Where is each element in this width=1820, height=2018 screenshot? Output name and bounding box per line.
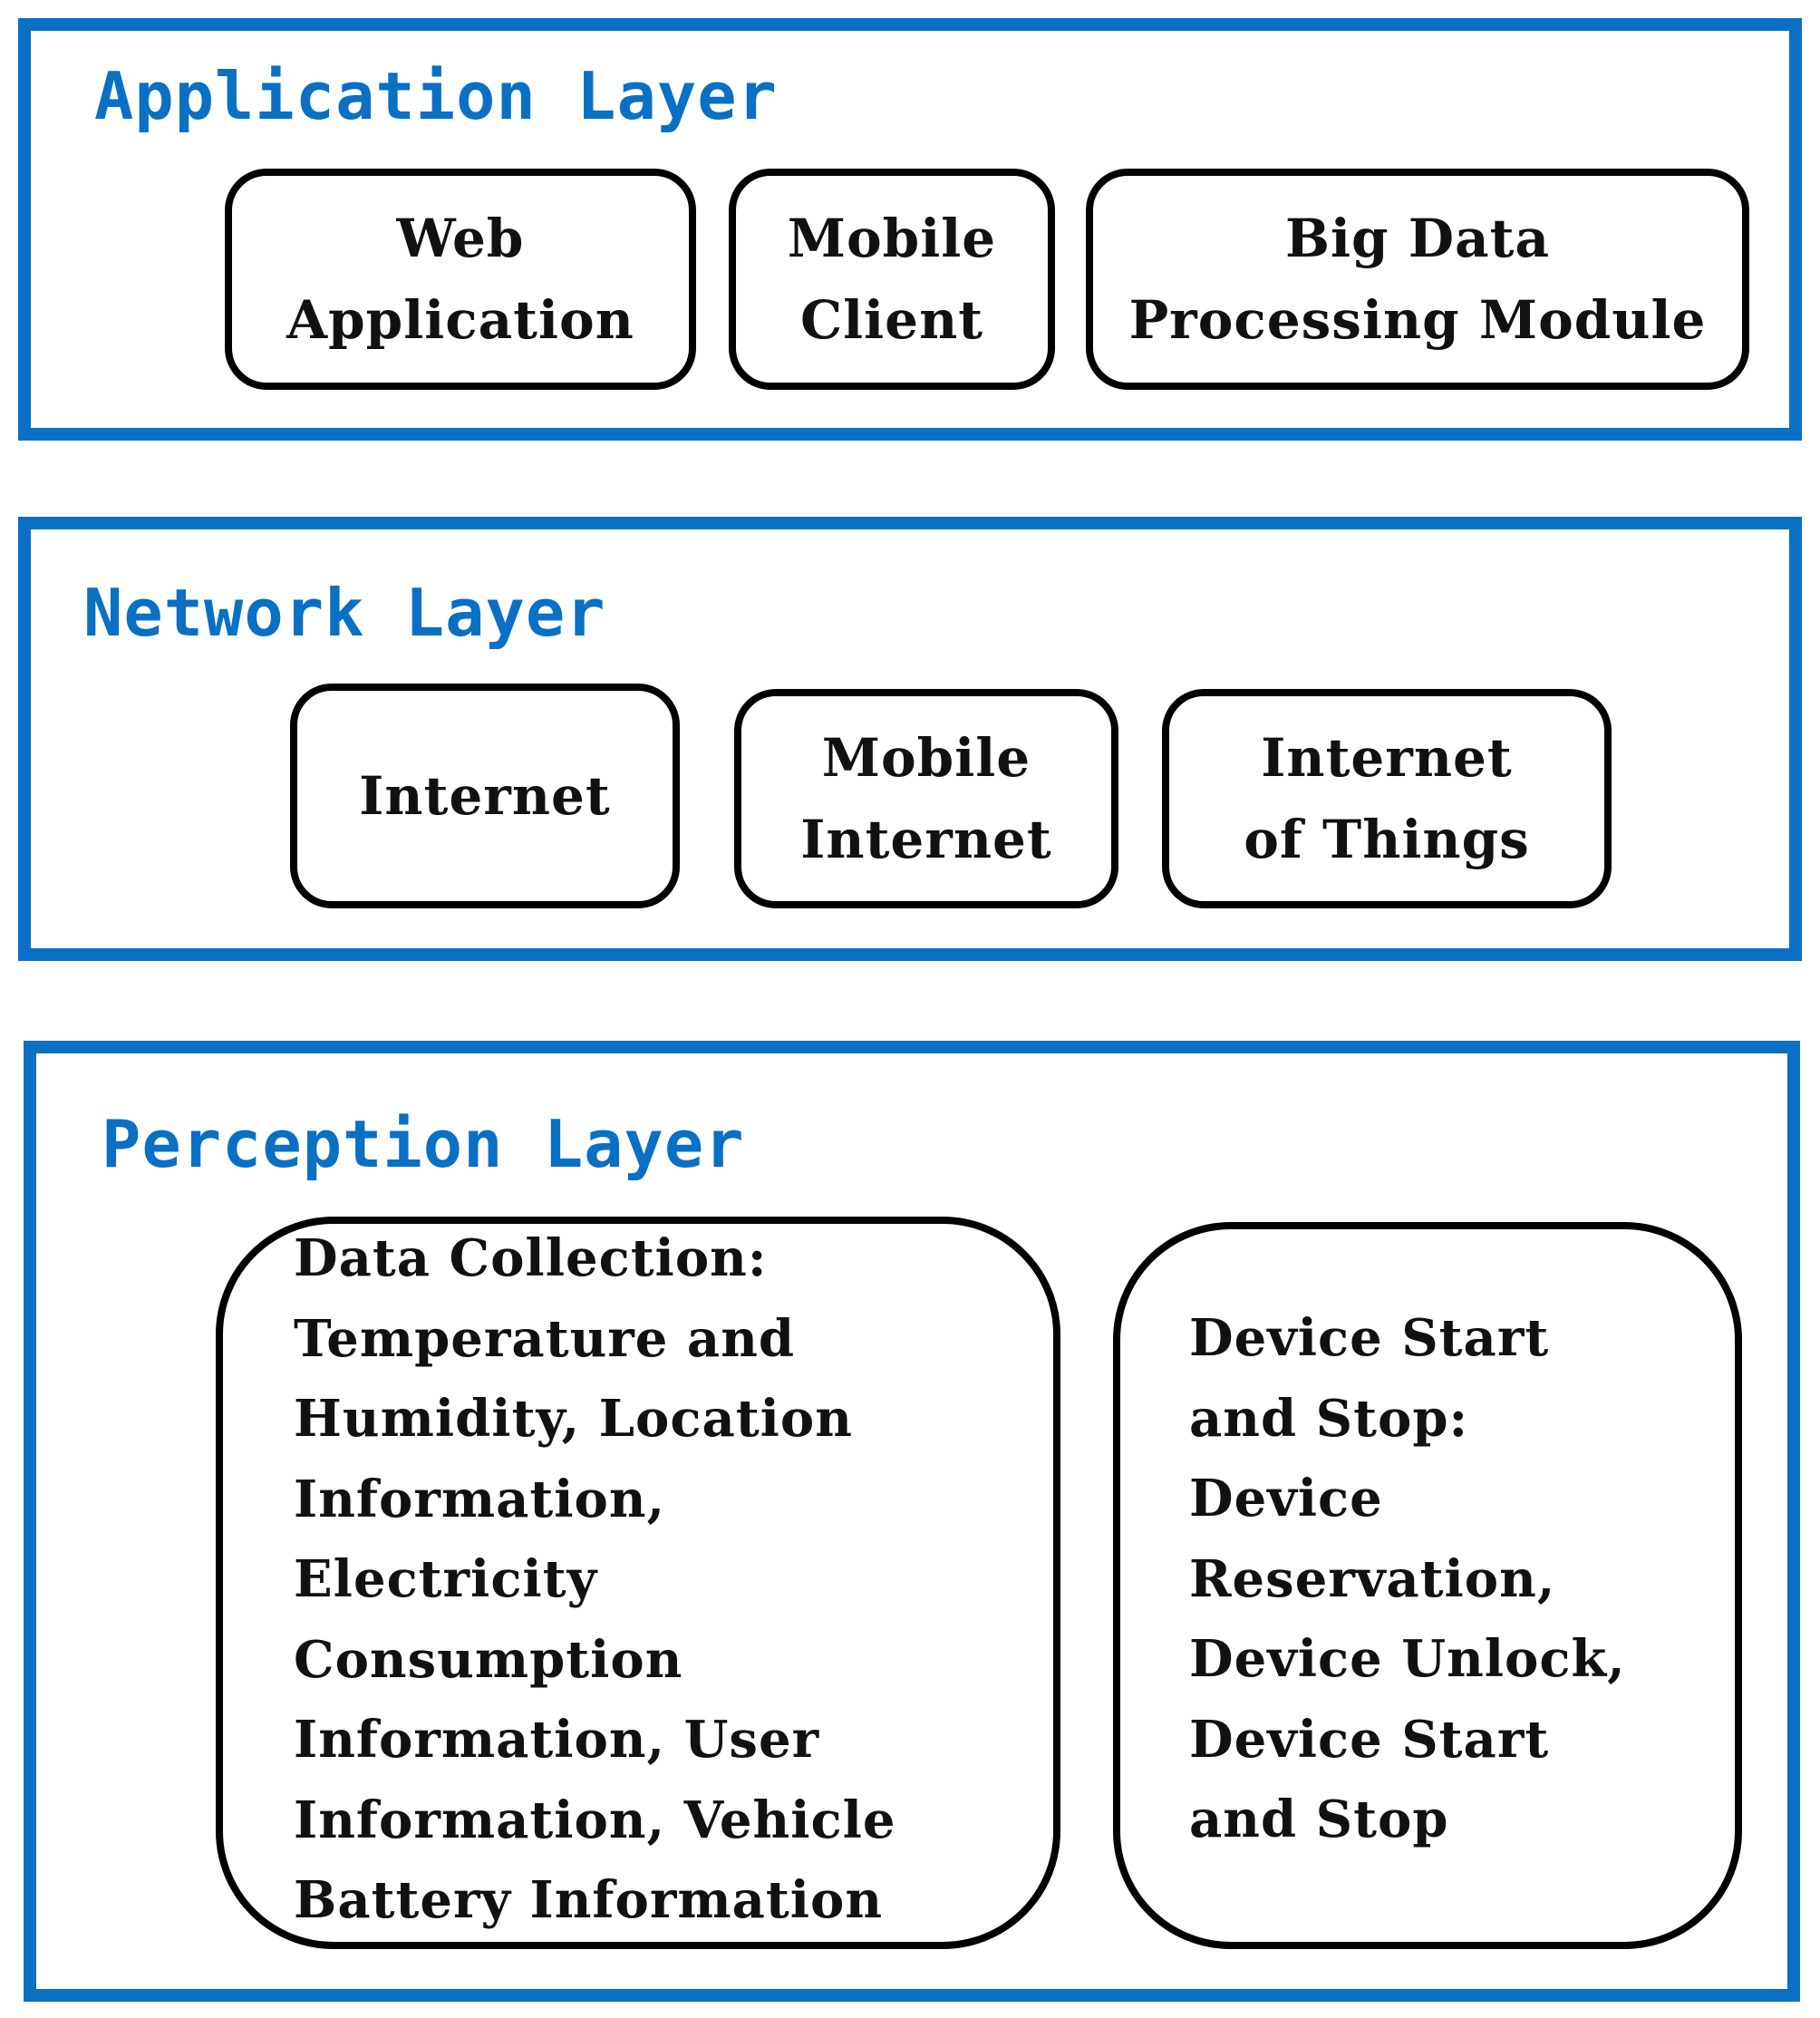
application-layer-title: Application Layer	[94, 58, 778, 134]
mobile-internet-label: Mobile Internet	[800, 727, 1052, 870]
device-start-stop-label: Device Start and Stop: Device Reservatio…	[1189, 1308, 1626, 1849]
internet-label: Internet	[359, 765, 611, 827]
application-layer: Application Layer Web Application Mobile…	[18, 18, 1802, 441]
network-layer: Network Layer Internet Mobile Internet I…	[18, 517, 1802, 961]
web-application-label: Web Application	[286, 208, 634, 351]
mobile-client-box: Mobile Client	[729, 169, 1055, 390]
data-collection-box	[216, 1217, 1060, 1949]
internet-of-things-label: Internet of Things	[1244, 727, 1530, 870]
mobile-internet-box: Mobile Internet	[734, 689, 1118, 908]
mobile-client-label: Mobile Client	[787, 208, 997, 351]
data-collection-label: Data Collection: Temperature and Humidit…	[294, 1228, 896, 1930]
network-layer-title: Network Layer	[83, 575, 606, 651]
big-data-processing-box: Big Data Processing Module	[1086, 169, 1749, 390]
internet-of-things-box: Internet of Things	[1162, 689, 1612, 908]
big-data-processing-label: Big Data Processing Module	[1128, 208, 1707, 351]
perception-layer: Perception Layer Data Collection: Temper…	[24, 1041, 1800, 2002]
web-application-box: Web Application	[225, 169, 696, 390]
internet-box: Internet	[290, 684, 680, 908]
device-start-stop-box	[1113, 1222, 1742, 1949]
perception-layer-title: Perception Layer	[102, 1106, 745, 1182]
